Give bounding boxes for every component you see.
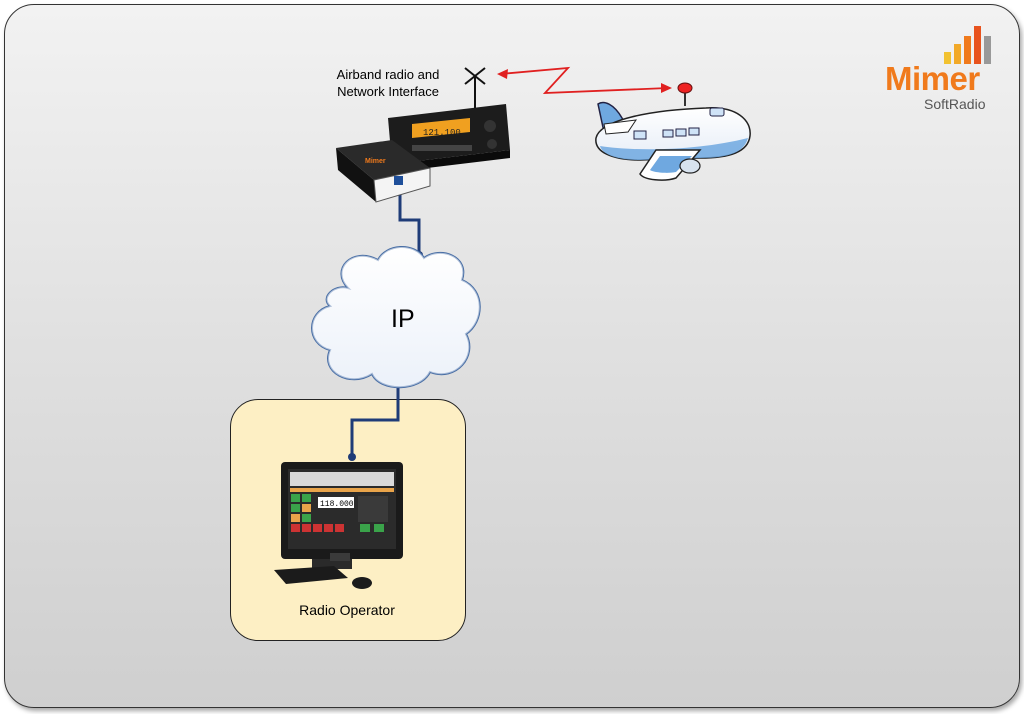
radio-interface-label: Airband radio and Network Interface: [336, 67, 440, 99]
svg-text:118.000: 118.000: [320, 500, 354, 509]
interface-cloud-link: [398, 180, 421, 255]
svg-text:121.100: 121.100: [423, 128, 461, 138]
logo-sub: SoftRadio: [924, 96, 986, 112]
diagram-frame: [4, 4, 1020, 708]
network-interface-icon: Mimer: [336, 140, 431, 203]
mimer-softradio-logo: Mimer SoftRadio: [880, 24, 1000, 119]
operator-computer-icon: 118.000: [274, 462, 403, 589]
ip-cloud: [311, 245, 481, 389]
ip-label: IP: [391, 305, 415, 333]
radio-link-icon: [497, 66, 672, 94]
airplane-icon: [595, 82, 751, 181]
operator-connector: [348, 453, 356, 461]
cloud-operator-link: [350, 377, 400, 457]
logo-name: Mimer: [885, 60, 980, 97]
signal-bars-icon: [944, 26, 991, 64]
svg-text:Mimer: Mimer: [365, 158, 386, 165]
radio-operator-label: Radio Operator: [299, 602, 395, 618]
antenna-icon: [464, 67, 486, 108]
